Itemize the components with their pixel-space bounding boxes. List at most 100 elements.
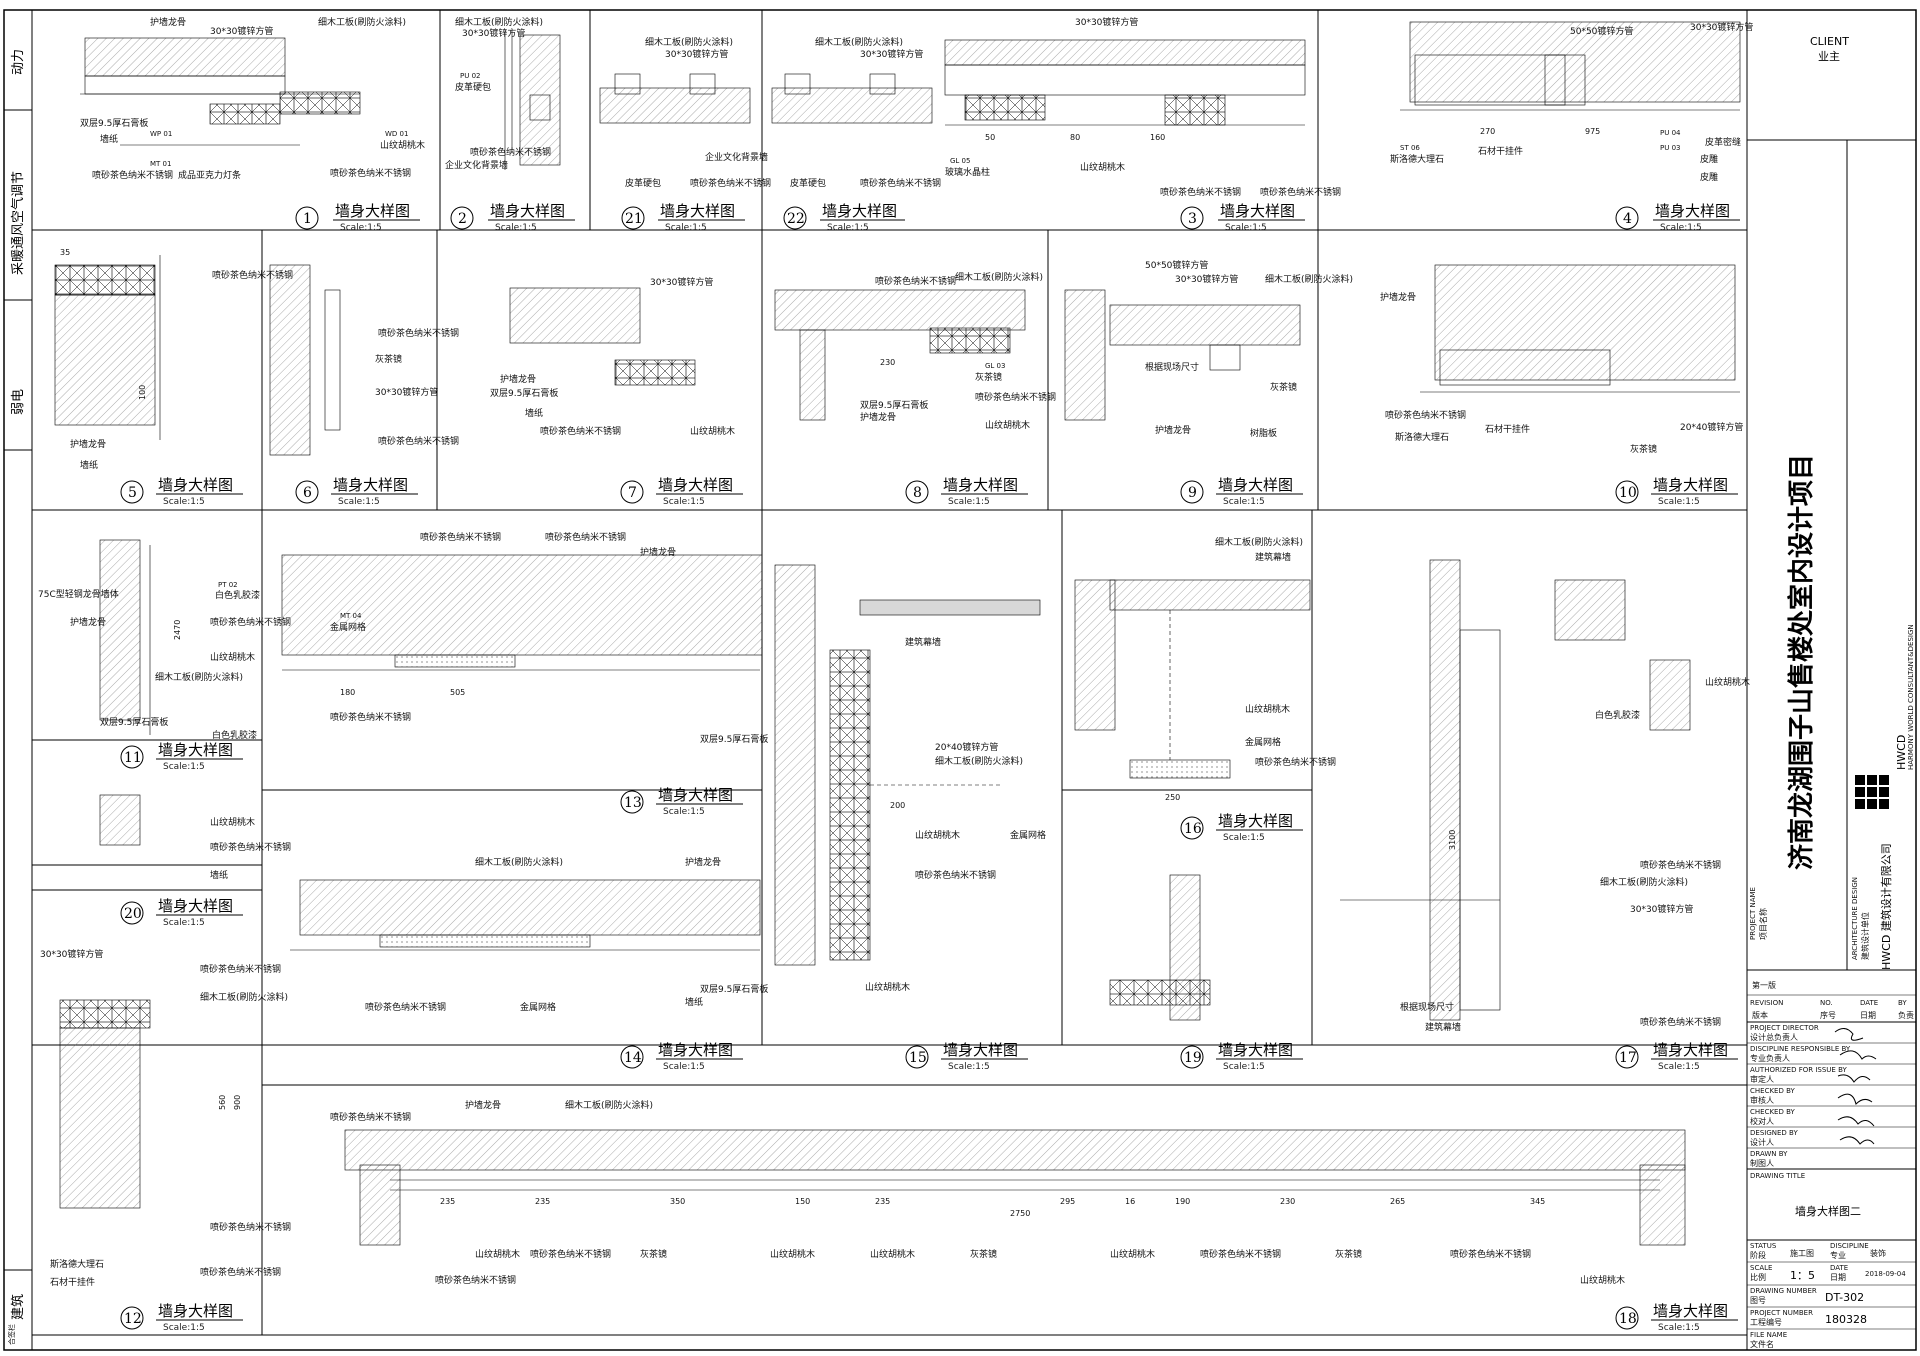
detail-4-drawing: 50*50镀锌方管 30*30镀锌方管 斯洛德大理石 石材干挂件 皮革密缝 皮雕… (1390, 21, 1753, 183)
title-text-14: 墙身大样图 (658, 1041, 733, 1059)
d4-label-tube50: 50*50镀锌方管 (1570, 25, 1633, 37)
scale-11: Scale:1:5 (163, 762, 205, 772)
d2-label-board: 细木工板(刷防火涂料) (455, 16, 543, 28)
num-2: 2 (458, 211, 467, 227)
d14-label-keel: 护墙龙骨 (685, 856, 721, 868)
status-value: 施工图 (1790, 1248, 1814, 1258)
company-zh: HWCD 建筑设计有限公司 (1879, 843, 1893, 970)
d17-label-pt: 白色乳胶漆 (1595, 709, 1640, 721)
signoff-en-5: CHECKED BY (1750, 1108, 1796, 1116)
scale-value: 1：5 (1790, 1269, 1815, 1282)
title-text-22: 墙身大样图 (822, 202, 897, 220)
company-en: HWCD (1895, 735, 1908, 770)
title-text-10: 墙身大样图 (1653, 476, 1728, 494)
title-text-19: 墙身大样图 (1218, 1041, 1293, 1059)
dim-900: 900 (233, 1095, 242, 1110)
scale-17: Scale:1:5 (1658, 1062, 1700, 1072)
d16-label-wd: 山纹胡桃木 (1245, 703, 1290, 715)
d21-label-board: 细木工板(刷防火涂料) (645, 36, 733, 48)
d8-label-gypsum: 双层9.5厚石膏板 (860, 399, 928, 411)
project-name: 济南龙湖围子山售楼处室内设计项目 (1786, 454, 1817, 870)
signoff-en-4: CHECKED BY (1750, 1087, 1796, 1095)
num-15: 15 (909, 1050, 927, 1066)
discipline-label-zh: 专业 (1830, 1250, 1846, 1260)
d15-label-mt: 喷砂茶色纳米不锈钢 (915, 869, 996, 881)
rev-colzh-3: 日期 (1860, 1011, 1876, 1020)
d22-label-board: 细木工板(刷防火涂料) (815, 36, 903, 48)
material-code-tags: MT 01 WD 01 WP 01 GL 03 GL 05 PT 02 ST 0… (150, 72, 1681, 620)
d18-label-wd4: 山纹胡桃木 (1110, 1248, 1155, 1260)
num-17: 17 (1619, 1050, 1637, 1066)
d21-label-tube: 30*30镀锌方管 (665, 48, 728, 60)
d7-label-gypsum: 双层9.5厚石膏板 (490, 387, 558, 399)
d18-label-gl2: 灰茶镜 (970, 1248, 997, 1260)
dim-160: 160 (1150, 133, 1165, 142)
d1-label-gypsum: 双层9.5厚石膏板 (80, 117, 148, 129)
dim-975: 975 (1585, 127, 1600, 136)
d18-label-wd3: 山纹胡桃木 (870, 1248, 915, 1260)
d9-label-tube30: 30*30镀锌方管 (1175, 273, 1238, 285)
revision-first: 第一版 (1752, 980, 1776, 990)
d14-label-mt04: 金属网格 (520, 1001, 556, 1013)
d17-label-wd: 山纹胡桃木 (1705, 676, 1750, 688)
d1-label-wd: 山纹胡桃木 (380, 139, 425, 151)
d18-dim-8: 190 (1175, 1197, 1190, 1206)
d12-label-st: 斯洛德大理石 (50, 1258, 104, 1270)
d6-label-tube: 30*30镀锌方管 (375, 386, 438, 398)
num-13: 13 (624, 795, 642, 811)
d22-label-pu: 皮革硬包 (790, 177, 826, 189)
detail-16-drawing: 细木工板(刷防火涂料) 建筑幕墙 山纹胡桃木 金属网格 喷砂茶色纳米不锈钢 (1074, 536, 1336, 779)
d18-label-keel: 护墙龙骨 (465, 1099, 501, 1111)
d18-dim-10: 265 (1390, 1197, 1405, 1206)
file-name-label-zh: 文件名 (1750, 1339, 1774, 1349)
signoff-en-3: AUTHORIZED FOR ISSUE BY (1750, 1066, 1847, 1074)
code-wp01: WP 01 (150, 130, 172, 138)
project-number-value: 180328 (1825, 1313, 1867, 1326)
d18-label-mt: 喷砂茶色纳米不锈钢 (330, 1111, 411, 1123)
d12-label-tube: 30*30镀锌方管 (40, 948, 103, 960)
title-text-7: 墙身大样图 (658, 476, 733, 494)
date-label-en: DATE (1830, 1264, 1848, 1272)
d13-label-mt04: 金属网格 (330, 621, 366, 633)
d22-label-tube: 30*30镀锌方管 (860, 48, 923, 60)
project-label-zh: 项目名称 (1758, 908, 1768, 940)
title-text-11: 墙身大样图 (158, 741, 233, 759)
d13-label-keel: 护墙龙骨 (640, 546, 676, 558)
d17-label-mt: 喷砂茶色纳米不锈钢 (1640, 859, 1721, 871)
d8-label-keel: 护墙龙骨 (860, 411, 896, 423)
dim-100: 100 (138, 385, 147, 400)
num-14: 14 (624, 1050, 642, 1066)
title-text-1: 墙身大样图 (335, 202, 410, 220)
scale-6: Scale:1:5 (338, 497, 380, 507)
scale-10: Scale:1:5 (1658, 497, 1700, 507)
signoff-en-2: DISCIPLINE RESPONSIBLE BY (1750, 1045, 1851, 1053)
code-mt01: MT 01 (150, 160, 171, 168)
num-19: 19 (1184, 1050, 1202, 1066)
d15-label-wd2: 山纹胡桃木 (865, 981, 910, 993)
title-text-3: 墙身大样图 (1220, 202, 1295, 220)
d5-label-wp: 墙纸 (80, 459, 98, 471)
title-text-8: 墙身大样图 (943, 476, 1018, 494)
client-en: CLIENT (1810, 35, 1849, 48)
scale-7: Scale:1:5 (663, 497, 705, 507)
rev-col-2: NO. (1820, 999, 1833, 1007)
code-pt02: PT 02 (218, 581, 238, 589)
d14-label-wp: 墙纸 (685, 996, 703, 1008)
detail-17-drawing: 山纹胡桃木 白色乳胶漆 喷砂茶色纳米不锈钢 细木工板(刷防火涂料) 30*30镀… (1340, 559, 1750, 1033)
d18-dim-7: 16 (1125, 1197, 1135, 1206)
d9-label-gl: 灰茶镜 (1270, 381, 1297, 393)
d8-label-mt2: 喷砂茶色纳米不锈钢 (975, 391, 1056, 403)
detail-1-drawing: 护墙龙骨 30*30镀锌方管 细木工板(刷防火涂料) 双层9.5厚石膏板 墙纸 … (80, 16, 425, 181)
